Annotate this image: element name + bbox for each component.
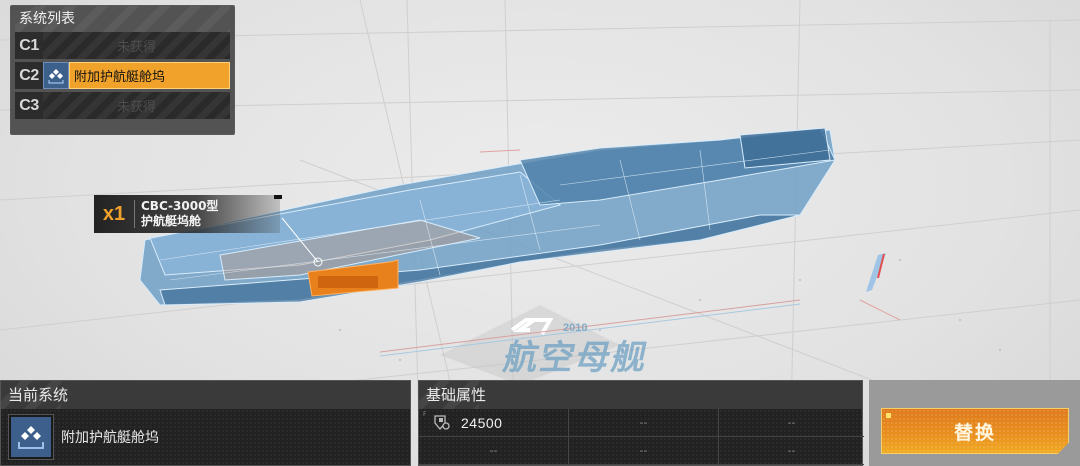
module-quantity: x1 [102,202,126,225]
divider [134,200,135,228]
replace-label: 替换 [953,421,996,444]
attribute-cell: -- [719,409,864,437]
module-type: 护航艇坞舱 [141,214,202,228]
ship-class-label: 航空母舰 [500,338,653,378]
corner-dot [886,413,891,418]
slot-label: 附加护航艇舱坞 [69,62,230,89]
system-slot-c1[interactable]: C1 未获得 [15,32,230,59]
attribute-cell: -- [569,437,719,465]
carrier-dock-icon [8,414,54,460]
carrier-dock-icon [43,62,69,89]
system-list-title: 系统列表 [15,6,230,32]
attribute-value: 24500 [461,414,503,431]
current-system-panel: 当前系统 附加护航艇舱坞 [0,380,411,466]
system-slot-c2[interactable]: C2 附加护航艇舱坞 [15,62,230,89]
attribute-cell: -- [719,437,864,465]
replace-button[interactable]: 替换 [881,408,1069,454]
marker: F [423,411,427,418]
system-slot-c3[interactable]: C3 未获得 [15,92,230,119]
base-attributes-title: 基础属性 [419,381,862,409]
system-list-panel: 系统列表 C1 未获得 C2 附加护航艇舱坞 C3 未获得 [10,5,235,135]
corner-mark [274,195,282,199]
slot-code: C3 [19,96,39,114]
hull-number: 2010 [563,322,588,334]
current-system-title: 当前系统 [1,381,410,409]
attribute-cell: -- [569,409,719,437]
attribute-cell: -- [419,437,569,465]
slot-code: C2 [19,66,39,84]
slot-label: 未获得 [43,32,230,59]
slot-code: C1 [19,36,39,54]
base-attributes-panel: 基础属性 F 24500 -- -- -- -- -- [418,380,864,466]
shield-gear-icon [433,415,451,435]
attribute-cell: F 24500 [419,409,569,437]
highlighted-dock-module [307,259,399,297]
module-callout: x1 CBC-3000型 护航艇坞舱 [94,195,282,233]
current-system-name: 附加护航艇舱坞 [61,430,159,446]
module-model: CBC-3000型 [141,199,219,213]
action-panel: 替换 [869,380,1080,466]
slot-label: 未获得 [43,92,230,119]
